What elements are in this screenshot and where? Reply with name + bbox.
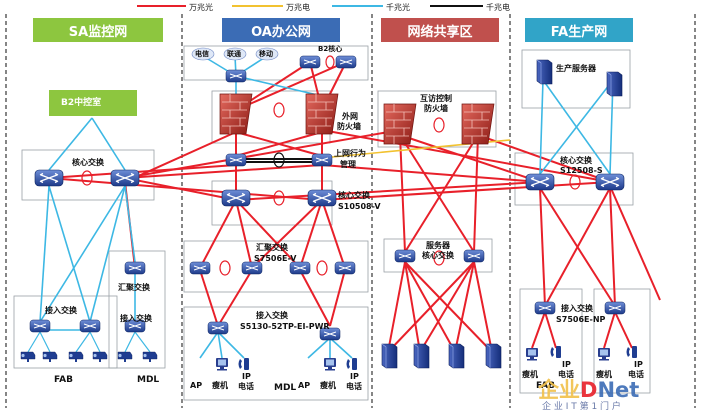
sa-core-switch-label: 核心交换 <box>72 158 104 167</box>
oa-thin2-label: 瘦机 <box>320 381 336 390</box>
behavior-mgmt-label-2: 管理 <box>340 160 356 169</box>
b2-core-label: B2核心 <box>318 45 343 53</box>
sa-access-switch-left-label: 接入交换 <box>45 306 77 315</box>
oa-ip1-label-2: 电话 <box>238 382 254 391</box>
fa-ip2-label-2: 电话 <box>628 370 644 379</box>
oa-access-label-2: S5130-52TP-EI-PWR <box>240 322 330 331</box>
fa-ip1-label-2: 电话 <box>558 370 574 379</box>
fa-ip1-label-1: IP <box>562 360 571 369</box>
oa-mdl-label: MDL <box>274 383 297 393</box>
watermark-brand-c: Net <box>597 378 640 402</box>
fa-access-label-1: 接入交换 <box>561 304 593 313</box>
zone-header-oa: OA办公网 <box>222 18 340 42</box>
fa-access-label-2: S7506E-NP <box>556 315 606 324</box>
legend-gig-fiber: 千兆光 <box>386 3 410 12</box>
server-core-label-1: 服务器 <box>426 241 450 250</box>
watermark-brand-a: 企业 <box>538 378 580 402</box>
oa-access-label-1: 接入交换 <box>256 311 288 320</box>
oa-ip2-label-2: 电话 <box>346 382 362 391</box>
legend-wan-copper: 万兆电 <box>286 3 310 12</box>
watermark-brand: 企业DNet <box>538 374 639 404</box>
sa-agg-switch-label: 汇聚交换 <box>118 283 150 292</box>
b2-control-box <box>49 90 137 116</box>
oa-agg-label-2: S7506E-V <box>254 254 297 263</box>
share-fw-label-2: 防火墙 <box>424 104 448 113</box>
oa-ip1-label-1: IP <box>242 372 251 381</box>
isp3-label: 移动 <box>259 50 273 58</box>
zone-header-share: 网络共享区 <box>381 18 499 42</box>
watermark-brand-b: D <box>580 378 598 402</box>
extranet-fw-label-1: 外网 <box>342 112 358 121</box>
fa-core-label-2: S12508-S <box>560 166 603 175</box>
fa-ip2-label-1: IP <box>634 360 643 369</box>
share-fw-label-1: 互访控制 <box>420 94 452 103</box>
fa-fab-label: FAB <box>536 381 555 391</box>
oa-ip2-label-1: IP <box>350 372 359 381</box>
zone-header-fa: FA生产网 <box>525 18 633 42</box>
sa-mdl-label: MDL <box>137 375 160 385</box>
server-core-label-2: 核心交换 <box>422 251 454 260</box>
oa-thin1-label: 瘦机 <box>212 381 228 390</box>
oa-ap2-label: AP <box>298 381 311 390</box>
watermark-slogan: 企 业 I T 第 1 门 户 <box>542 402 621 412</box>
legend-gig-copper: 千兆电 <box>486 3 510 12</box>
isp1-label: 电信 <box>195 50 209 58</box>
fa-thin1-label: 瘦机 <box>522 370 538 379</box>
behavior-mgmt-label-1: 上网行为 <box>334 149 366 158</box>
isp2-label: 联通 <box>227 50 241 58</box>
legend-wan-fiber: 万兆光 <box>189 3 213 12</box>
sa-fab-label: FAB <box>54 375 73 385</box>
sa-access-switch-right-label: 接入交换 <box>120 314 152 323</box>
oa-agg-label-1: 汇聚交换 <box>256 243 288 252</box>
fa-core-label-1: 核心交换 <box>560 156 592 165</box>
b2-control-label: B2中控室 <box>61 98 102 108</box>
oa-core-label-2: S10508-V <box>338 202 381 211</box>
oa-core-label-1: 核心交换 <box>338 191 370 200</box>
extranet-fw-label-2: 防火墙 <box>337 122 361 131</box>
fa-thin2-label: 瘦机 <box>596 370 612 379</box>
zone-header-sa: SA监控网 <box>33 18 163 42</box>
oa-ap1-label: AP <box>190 381 203 390</box>
prod-server-label: 生产服务器 <box>556 64 596 73</box>
